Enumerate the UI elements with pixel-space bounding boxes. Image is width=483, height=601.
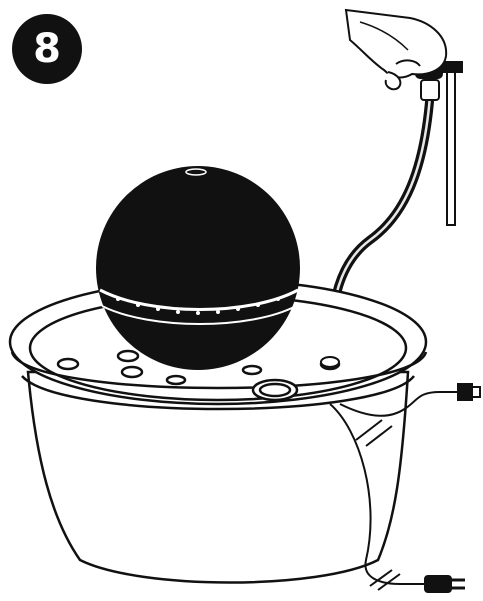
hose-inlet	[321, 357, 339, 367]
cable-connector-icon	[458, 384, 480, 400]
standpipe	[440, 62, 462, 225]
fountain-sphere-icon	[96, 166, 300, 370]
power-plug-icon	[425, 576, 465, 592]
